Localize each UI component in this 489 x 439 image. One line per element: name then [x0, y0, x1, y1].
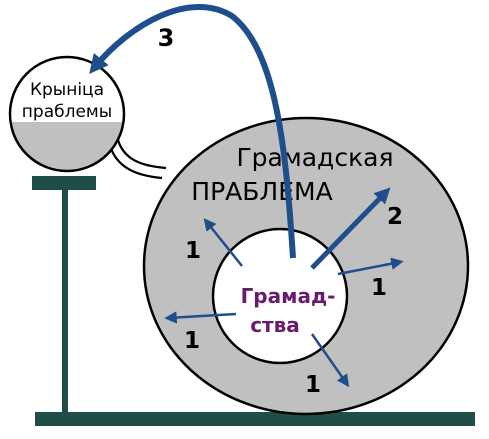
big-tank-label-line1: Грамадская: [236, 143, 393, 172]
label-up-left-arrow: 1: [185, 238, 201, 264]
small-tank-label-line1: Крыніца: [30, 80, 104, 100]
connecting-pipe: [116, 139, 167, 170]
problem-source-fill: [10, 122, 124, 171]
arrow-left: [164, 311, 237, 324]
society-circle: [211, 227, 349, 365]
center-label-line2: ства: [250, 313, 300, 337]
label-left-arrow: 1: [184, 328, 200, 354]
arrow-down-right: [310, 333, 350, 388]
arrow-right: [337, 257, 404, 276]
small-stand-top: [32, 176, 96, 190]
big-tank-label-line2: ПРАБЛЕМА: [191, 177, 332, 206]
small-stand-post: [62, 188, 68, 414]
connecting-pipe-inner: [108, 145, 163, 180]
label-down-right-arrow: 1: [305, 372, 321, 398]
center-label-line1: Грамад-: [241, 284, 336, 308]
label-right-arrow: 1: [371, 275, 387, 301]
return-arrow: [89, 4, 296, 259]
label-big-arrow: 2: [387, 204, 403, 230]
arrow-up-left: [203, 218, 243, 267]
big-arrow: [310, 187, 391, 270]
label-return-arrow: 3: [158, 24, 175, 52]
small-tank-label-line2: праблемы: [22, 102, 112, 122]
base-plate: [35, 412, 475, 426]
problem-source-outline: [8, 55, 126, 173]
